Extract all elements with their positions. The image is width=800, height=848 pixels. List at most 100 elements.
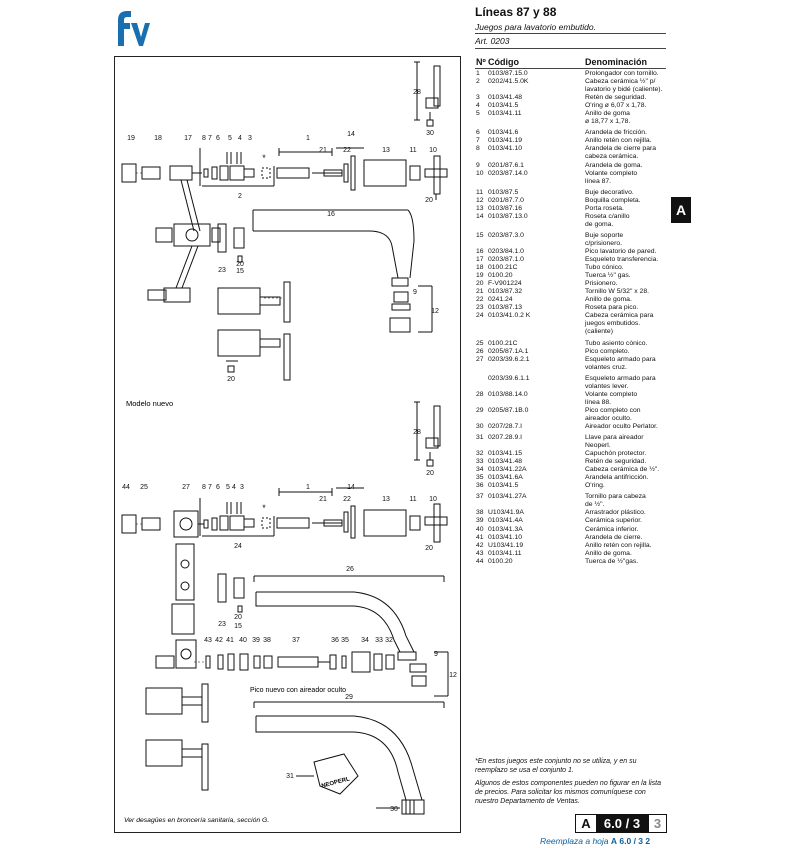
part-description: Roseta para pico.	[585, 304, 639, 312]
page-title: Líneas 87 y 88	[475, 5, 557, 19]
part-code: 0203/87.14.0	[488, 169, 528, 177]
callout: 43	[204, 637, 212, 644]
part-description: Pico lavatorio de pared.	[585, 247, 657, 255]
part-number: 1	[476, 70, 480, 77]
part-description: Anillo de goma.	[585, 549, 632, 557]
part-number: 35	[476, 474, 484, 482]
part-code: 0203/87.3.0	[488, 231, 524, 239]
asterisk-mark: *	[262, 503, 266, 513]
part-description: Arandela de goma.	[585, 161, 643, 169]
part-code: 0103/87.32	[488, 288, 523, 296]
callout: 44	[122, 484, 130, 491]
callout: 9	[434, 651, 438, 658]
callout: 21	[319, 147, 327, 154]
callout: 15	[234, 623, 242, 630]
header-divider	[475, 48, 666, 49]
callout: 32	[385, 637, 393, 644]
callout: 7	[208, 484, 212, 491]
part-description: Arandela de cierre.	[585, 533, 643, 541]
page-code-box: A 6.0 / 3 3	[575, 814, 667, 833]
part-number: 42	[476, 541, 484, 549]
callout: 20	[425, 545, 433, 552]
callout: 14	[347, 484, 355, 491]
part-code: 0103/87.13	[488, 304, 523, 312]
callout: 19	[127, 135, 135, 142]
callout: 11	[409, 147, 416, 154]
page-subtitle: Juegos para lavatorio embutido.	[475, 22, 596, 32]
part-description: Anillo de goma.	[585, 296, 632, 304]
part-code: 0103/41.11	[488, 110, 522, 118]
part-code: 0100.21C	[488, 264, 518, 272]
part-description: Retén de seguridad.	[585, 94, 647, 102]
part-number: 12	[476, 196, 484, 204]
callout: 12	[449, 672, 457, 679]
callout: 3	[248, 135, 252, 142]
asterisk-mark: *	[262, 153, 266, 163]
callout: 29	[345, 694, 353, 701]
callout: 9	[413, 289, 417, 296]
callout: 4	[238, 135, 242, 142]
part-code: 0103/41.10	[488, 145, 523, 153]
callout: 10	[429, 496, 437, 503]
callout: 12	[431, 308, 439, 315]
part-number: 21	[476, 288, 484, 296]
part-description: Arandela de cierre para cabeza cerámica.	[585, 145, 657, 161]
col-code-header: Código	[488, 57, 519, 67]
part-code: F-V901224	[488, 280, 522, 288]
callout: 4	[232, 484, 236, 491]
callout: 10	[429, 147, 437, 154]
part-code: 0103/87.5	[488, 188, 519, 196]
part-description: O'ring.	[585, 482, 605, 490]
callout: 14	[347, 131, 355, 138]
part-number: 39	[476, 517, 484, 525]
part-description: Prisionero.	[585, 280, 618, 288]
callout: 17	[184, 135, 192, 142]
part-number: 27	[476, 355, 484, 363]
part-number: 28	[476, 390, 484, 398]
part-number: 7	[476, 137, 480, 145]
part-description: Esqueleto armado para volantes lever.	[585, 374, 656, 390]
part-code: 0207/28.7.I	[488, 422, 523, 430]
part-number: 26	[476, 347, 484, 355]
part-number: 5	[476, 110, 480, 118]
callout: 13	[382, 147, 390, 154]
part-code: 0207.28.9.I	[488, 434, 523, 442]
part-number: 44	[476, 557, 484, 565]
part-description: Cabeza cerámica de ½".	[585, 466, 660, 474]
part-description: Cabeza cerámica ½" p/ lavatorio y bidé (…	[585, 78, 663, 94]
callout: 30	[426, 130, 434, 137]
parts-table-header: Nº Código Denominación	[475, 57, 666, 69]
label-desagues: Ver desagües en broncería sanitaria, sec…	[124, 817, 269, 824]
part-number: 40	[476, 525, 484, 533]
part-description: Prolongador con tornillo.	[585, 70, 659, 77]
callout: 38	[263, 637, 271, 644]
part-code: 0103/41.19	[488, 137, 523, 145]
callout: 37	[292, 637, 300, 644]
part-code: 0103/41.22A	[488, 466, 527, 474]
col-desc-header: Denominación	[585, 57, 648, 67]
part-code: 0103/87.15.0	[488, 70, 528, 77]
part-code: 0201/87.6.1	[488, 161, 524, 169]
part-code: 0201/87.7.0	[488, 196, 524, 204]
page-code-letter: A	[576, 815, 596, 832]
